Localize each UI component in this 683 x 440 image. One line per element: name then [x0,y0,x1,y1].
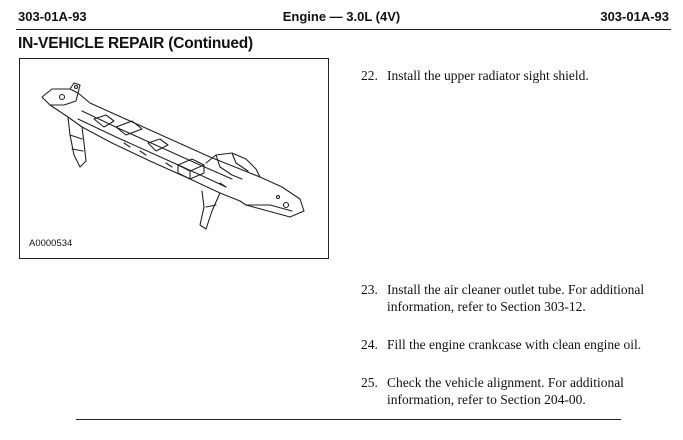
step-text: Fill the engine crankcase with clean eng… [387,337,642,352]
figure-label: A0000534 [29,238,73,249]
step-text: Install the upper radiator sight shield. [387,68,589,83]
figure-box: A0000534 [19,58,329,259]
header-title: Engine — 3.0L (4V) [282,9,401,24]
step-text: Check the vehicle alignment. For additio… [387,375,624,407]
header-right-code: 303-01A-93 [600,9,669,24]
step-23: 23. Install the air cleaner outlet tube.… [361,281,671,315]
section-title: IN-VEHICLE REPAIR (Continued) [18,35,254,52]
step-number: 23. [361,282,378,297]
step-22: 22. Install the upper radiator sight shi… [361,67,671,84]
header-rule [16,29,671,30]
step-number: 22. [361,68,378,83]
sight-shield-illustration [41,82,305,230]
step-24: 24. Fill the engine crankcase with clean… [361,336,671,353]
step-number: 24. [361,337,378,352]
step-text: Install the air cleaner outlet tube. For… [387,282,645,314]
footer-rule [76,419,621,420]
step-number: 25. [361,375,378,390]
step-25: 25. Check the vehicle alignment. For add… [361,374,671,408]
page-header: 303-01A-93 Engine — 3.0L (4V) 303-01A-93 [0,0,683,30]
header-left-code: 303-01A-93 [18,9,87,24]
